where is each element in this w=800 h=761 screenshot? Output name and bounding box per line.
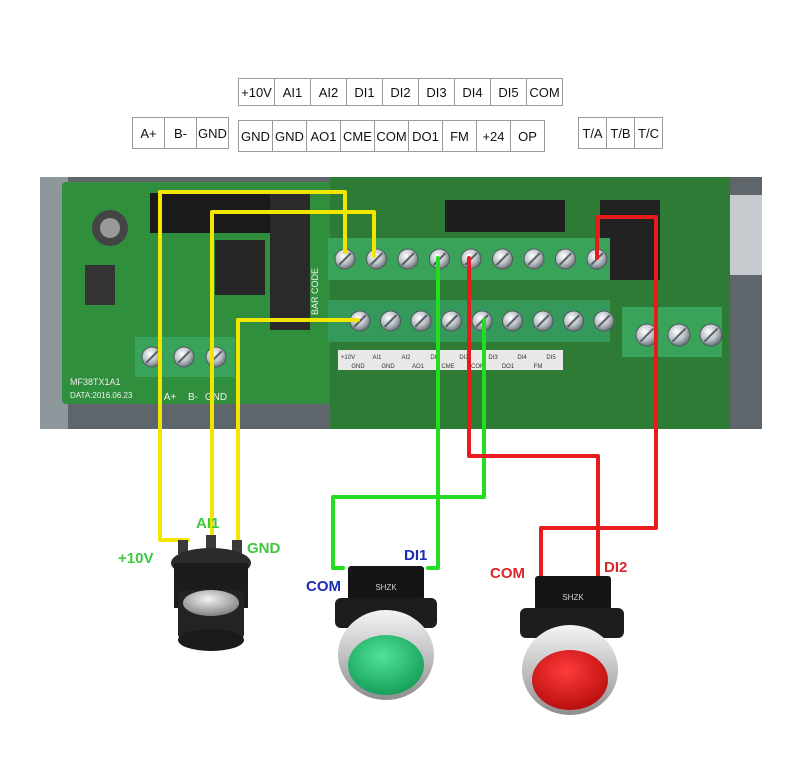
silk-rs485-label: GND — [205, 392, 227, 403]
wire-di2 — [467, 256, 600, 582]
rs485-pcb — [62, 182, 330, 404]
lower-terminal-screw-slot — [505, 314, 520, 328]
terminal-table-rs485: A+B-GND — [132, 117, 229, 149]
rs485-terminal-screw-slot — [177, 350, 191, 364]
green-button-label-di1: DI1 — [404, 547, 427, 564]
terminal-bottom-cell: +24 — [476, 120, 511, 152]
terminal-rs485-cell: GND — [196, 117, 229, 149]
terminal-top-cell: AI2 — [310, 78, 347, 106]
wire-ai1 — [210, 210, 376, 537]
board-model-text: MF38TX1A1 — [70, 377, 121, 387]
silk-top-label: DI1 — [430, 355, 440, 361]
terminal-top-cell: AI1 — [274, 78, 311, 106]
board-date-text: DATA:2016.06.23 — [70, 391, 133, 400]
control-board: MF38TX1A1 DATA:2016.06.23 BAR CODE A+ B- G… — [40, 177, 762, 429]
terminal-bottom-cell: FM — [442, 120, 477, 152]
upper-terminal-screw-slot — [495, 252, 510, 266]
terminal-top-cell: DI5 — [490, 78, 527, 106]
relay-terminal-screw-slot — [671, 327, 687, 343]
terminal-top-cell: +10V — [238, 78, 275, 106]
terminal-top-cell: DI2 — [382, 78, 419, 106]
silk-top-label: AI2 — [401, 355, 411, 361]
potentiometer-knob-cap — [183, 590, 239, 616]
green-button-label-com: COM — [306, 578, 341, 595]
silk-top-label: DI3 — [488, 355, 498, 361]
silk-bottom-label: GND — [351, 364, 365, 370]
svg-text:SHZK: SHZK — [375, 583, 397, 592]
red-button-label-com: COM — [490, 565, 525, 582]
silkscreen-strip — [338, 350, 563, 370]
potentiometer — [171, 535, 251, 651]
relay-terminal-screw-slot — [639, 327, 655, 343]
barcode-text: BAR CODE — [310, 268, 320, 315]
terminal-top-cell: COM — [526, 78, 563, 106]
upper-terminal-screw-slot — [527, 252, 541, 266]
chip — [215, 240, 265, 295]
red-button-base — [520, 608, 624, 638]
lower-terminal-screw-slot — [444, 314, 459, 328]
terminal-bottom-cell: COM — [374, 120, 409, 152]
wire-com-green — [331, 318, 486, 570]
terminal-bottom-cell: GND — [272, 120, 307, 152]
lower-terminal-screw-slot — [566, 314, 581, 328]
terminal-top-cell: DI4 — [454, 78, 491, 106]
silk-top-label: AI1 — [372, 355, 382, 361]
terminal-bottom-cell: DO1 — [408, 120, 443, 152]
terminal-bottom-cell: OP — [510, 120, 545, 152]
svg-text:SHZK: SHZK — [562, 593, 584, 602]
terminal-bottom-cell: CME — [340, 120, 375, 152]
upper-terminal-screw-slot — [401, 252, 415, 266]
silk-rs485-label: A+ — [164, 392, 177, 403]
pot-label-gnd: GND — [247, 540, 281, 557]
terminal-relay-cell: T/B — [606, 117, 635, 149]
upper-terminal-screw-slot — [338, 252, 352, 266]
upper-terminal-screw-slot — [369, 252, 384, 266]
silk-top-label: DI5 — [546, 355, 556, 361]
silk-bottom-label: FM — [534, 364, 543, 370]
red-button-contact-block — [535, 576, 611, 610]
wires — [158, 190, 658, 582]
wire-gnd — [236, 318, 360, 542]
rs485-terminal-screw-slot — [145, 350, 159, 364]
inductor — [85, 265, 115, 305]
red-button-label-di2: DI2 — [604, 559, 627, 576]
lower-terminal-screw-slot — [597, 314, 611, 328]
silk-top-label: DI2 — [459, 355, 469, 361]
lower-terminal-screw-slot — [536, 314, 550, 328]
upper-terminal-screw-slot — [558, 252, 573, 266]
silk-bottom-label: COM — [471, 364, 485, 370]
pot-label-plus10v: +10V — [118, 550, 153, 567]
lower-terminal-screw-slot — [414, 314, 428, 328]
pot-label-ai1: AI1 — [196, 515, 219, 532]
wire-di1 — [426, 256, 440, 570]
resistor-array — [445, 200, 565, 232]
relay-terminal-screw-slot — [703, 327, 719, 343]
silk-bottom-label: DO1 — [502, 364, 515, 370]
silk-top-label: DI4 — [517, 355, 527, 361]
silk-top-label: +10V — [341, 355, 355, 361]
terminal-top-cell: DI1 — [346, 78, 383, 106]
red-push-button: SHZK — [520, 576, 624, 715]
silk-bottom-label: AO1 — [412, 364, 425, 370]
green-push-button: SHZK — [335, 566, 437, 700]
terminal-relay-cell: T/C — [634, 117, 663, 149]
red-button-cap — [532, 650, 608, 710]
lower-terminal-screw-slot — [383, 314, 398, 328]
wire-com-red — [539, 215, 658, 582]
terminal-rs485-cell: A+ — [132, 117, 165, 149]
silk-bottom-label: CME — [441, 364, 454, 370]
lower-terminal-screw-slot — [353, 314, 367, 328]
green-button-contact-block — [348, 566, 424, 600]
silk-bottom-label: GND — [381, 364, 395, 370]
silk-rs485-label: B- — [188, 392, 198, 403]
green-button-cap — [348, 635, 424, 695]
